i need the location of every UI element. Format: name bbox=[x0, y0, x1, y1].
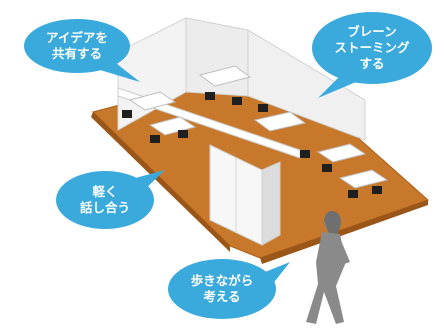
bubble-brainstorming-line3: する bbox=[359, 56, 385, 71]
desk-group bbox=[128, 65, 389, 189]
partition-right bbox=[247, 29, 366, 141]
chair bbox=[232, 97, 242, 105]
chair bbox=[150, 135, 160, 143]
desk bbox=[338, 169, 389, 189]
chair bbox=[372, 186, 382, 194]
floor-front-edge bbox=[91, 112, 230, 252]
desk bbox=[148, 116, 197, 136]
floor-right-edge bbox=[260, 200, 428, 264]
bubble-shapes bbox=[24, 12, 432, 319]
walking-person bbox=[306, 211, 350, 324]
bubble-casual-talk: 軽く 話し合う bbox=[60, 178, 150, 222]
bubble-share-ideas: アイデアを 共有する bbox=[27, 24, 127, 68]
desk bbox=[316, 143, 367, 163]
bubble-walking-line1: 歩きながら bbox=[190, 273, 254, 288]
chair bbox=[300, 150, 310, 158]
chair bbox=[178, 130, 188, 138]
bubble-casual-talk-tail bbox=[128, 170, 165, 194]
chair bbox=[258, 104, 268, 112]
bubble-walking-line2: 考える bbox=[203, 289, 241, 304]
bubble-casual-talk-shape bbox=[56, 171, 154, 229]
desk bbox=[128, 91, 177, 111]
desk bbox=[198, 65, 252, 87]
bubble-share-ideas-tail bbox=[100, 60, 140, 82]
bubble-brainstorming: ブレーン ストーミング する bbox=[317, 22, 427, 74]
bubble-walking-tail bbox=[260, 262, 290, 290]
bubble-share-ideas-shape bbox=[24, 19, 130, 73]
person-arm bbox=[336, 238, 350, 264]
bubble-walking-shape bbox=[168, 259, 276, 319]
bubble-brainstorming-line1: ブレーン bbox=[347, 24, 397, 39]
person-hair bbox=[324, 211, 341, 236]
bubble-brainstorming-shape bbox=[312, 12, 432, 84]
bubble-share-ideas-line2: 共有する bbox=[51, 46, 102, 61]
person-body bbox=[306, 232, 346, 324]
partition-front-side bbox=[261, 161, 281, 246]
chair-group bbox=[122, 92, 382, 198]
chair bbox=[205, 92, 215, 100]
bubble-casual-talk-line2: 話し合う bbox=[79, 200, 130, 215]
chair bbox=[122, 110, 132, 118]
chair bbox=[348, 190, 358, 198]
bubble-casual-talk-line1: 軽く bbox=[92, 184, 118, 199]
bubble-brainstorming-line2: ストーミング bbox=[334, 40, 410, 55]
bubble-brainstorming-tail bbox=[318, 76, 356, 98]
desk bbox=[253, 111, 307, 132]
bubble-share-ideas-line1: アイデアを bbox=[46, 30, 108, 45]
chair bbox=[322, 164, 332, 172]
bubble-think-while-walking: 歩きながら 考える bbox=[172, 267, 272, 311]
